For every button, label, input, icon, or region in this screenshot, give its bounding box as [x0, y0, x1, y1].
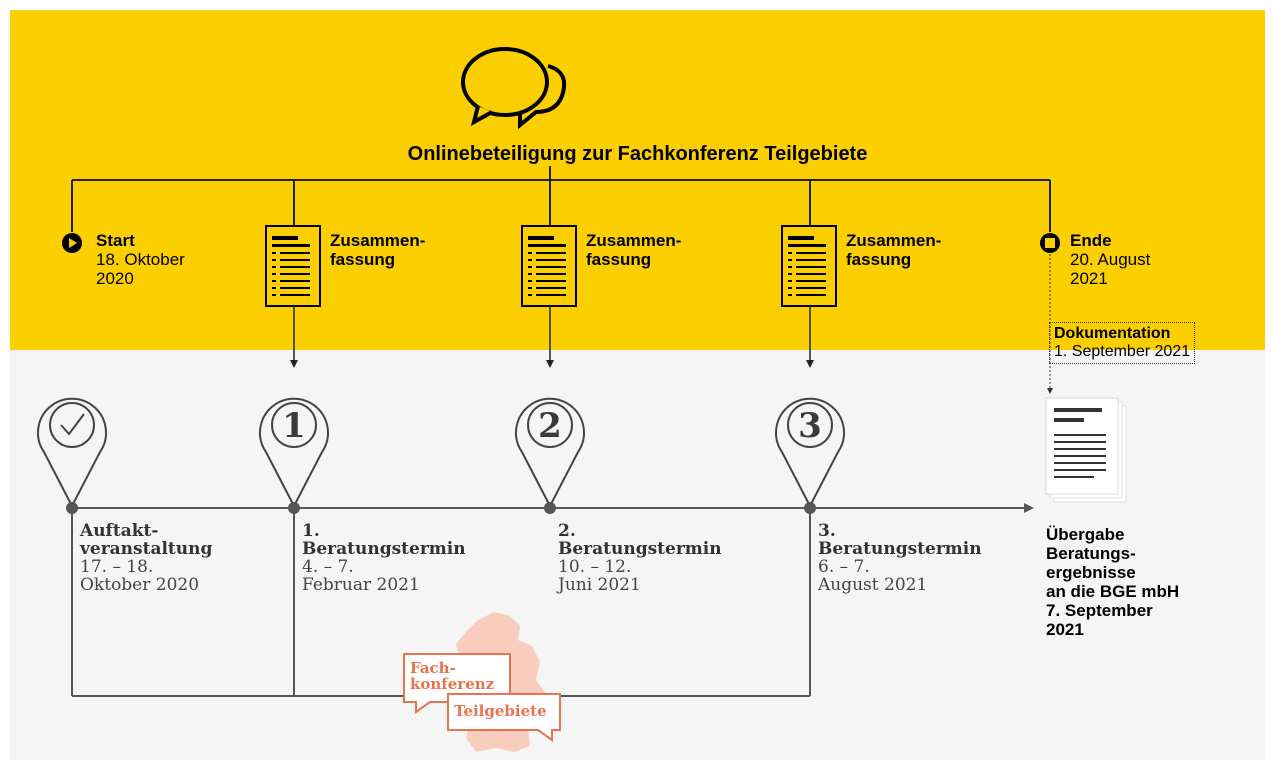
pin-3 [775, 397, 845, 509]
end-label: Ende 20. August 2021 [1070, 231, 1150, 288]
pin-number: 1 [282, 406, 306, 446]
top-bracket [71, 166, 1051, 232]
result-document-icon [1045, 397, 1127, 503]
session-title-line2: veranstaltung [80, 539, 213, 559]
documentation-box: Dokumentation 1. September 2021 [1049, 322, 1196, 364]
session-date-line2: Juni 2021 [558, 575, 641, 595]
session-date-line2: Februar 2021 [302, 575, 420, 595]
logo-text-top: Fach- konferenz [410, 660, 494, 692]
start-title: Start [96, 231, 135, 250]
documentation-title: Dokumentation [1054, 325, 1171, 342]
chat-bubbles-icon [461, 47, 567, 130]
end-date-line1: 20. August [1070, 250, 1151, 269]
timeline-arrowhead [1024, 503, 1034, 513]
session-3: 3. Beratungstermin 6. – 7. August 2021 [818, 522, 982, 594]
session-date-line1: 10. – 12. [558, 557, 632, 577]
session-title-line1: 1. [302, 521, 320, 541]
stop-icon [1040, 233, 1060, 253]
handover-line5: 7. September [1046, 601, 1153, 620]
handover-line1: Übergabe [1046, 525, 1125, 544]
end-date-line2: 2021 [1070, 269, 1108, 288]
summary-line1: Zusammen- [846, 231, 942, 250]
start-date-line2: 2020 [96, 269, 134, 288]
summary-line2: fassung [586, 250, 652, 269]
session-date-line1: 4. – 7. [302, 557, 354, 577]
end-title: Ende [1070, 231, 1112, 250]
handover-line6: 2021 [1046, 620, 1084, 639]
session-title-line2: Beratungstermin [818, 539, 982, 559]
start-label: Start 18. Oktober 2020 [96, 231, 185, 288]
pin-1 [259, 397, 329, 509]
summary-label-3: Zusammen- fassung [846, 231, 941, 269]
session-title-line2: Beratungstermin [302, 539, 466, 559]
handover-label: Übergabe Beratungs- ergebnisse an die BG… [1046, 525, 1179, 639]
summary-label-2: Zusammen- fassung [586, 231, 681, 269]
summary-line2: fassung [330, 250, 396, 269]
session-date-line2: August 2021 [818, 575, 928, 595]
pin-number: 2 [538, 406, 562, 446]
summary-line2: fassung [846, 250, 912, 269]
session-title-line1: 2. [558, 521, 576, 541]
session-2: 2. Beratungstermin 10. – 12. Juni 2021 [558, 522, 722, 594]
logo-text-bottom: Teilgebiete [454, 703, 547, 719]
start-date-line1: 18. Oktober [96, 250, 185, 269]
session-title-line2: Beratungstermin [558, 539, 722, 559]
session-date-line1: 6. – 7. [818, 557, 870, 577]
summary-doc-icon [781, 225, 837, 307]
summary-label-1: Zusammen- fassung [330, 231, 425, 269]
summary-doc-icon [521, 225, 577, 307]
handover-line2: Beratungs- [1046, 544, 1136, 563]
summary-line1: Zusammen- [330, 231, 426, 250]
session-1: 1. Beratungstermin 4. – 7. Februar 2021 [302, 522, 466, 594]
doc-arrows [290, 306, 814, 368]
session-title-line1: Auftakt- [80, 521, 159, 541]
summary-doc-icon [265, 225, 321, 307]
summary-line1: Zusammen- [586, 231, 682, 250]
logo-line3: Teilgebiete [454, 702, 547, 720]
session-date-line2: Oktober 2020 [80, 575, 200, 595]
play-icon [62, 233, 82, 253]
session-title-line1: 3. [818, 521, 836, 541]
session-date-line1: 17. – 18. [80, 557, 154, 577]
session-kickoff: Auftakt- veranstaltung 17. – 18. Oktober… [80, 522, 212, 594]
logo-line2: konferenz [410, 675, 495, 693]
fachkonferenz-logo [403, 653, 561, 742]
documentation-arrowhead [1047, 388, 1053, 394]
pin-2 [515, 397, 585, 509]
logo-line1: Fach- [410, 659, 456, 677]
pin-check [37, 397, 107, 509]
pin-number: 3 [798, 406, 822, 446]
handover-line3: ergebnisse [1046, 563, 1136, 582]
page-title: Onlinebeteiligung zur Fachkonferenz Teil… [407, 143, 868, 165]
documentation-date: 1. September 2021 [1054, 343, 1191, 360]
handover-line4: an die BGE mbH [1046, 582, 1180, 601]
